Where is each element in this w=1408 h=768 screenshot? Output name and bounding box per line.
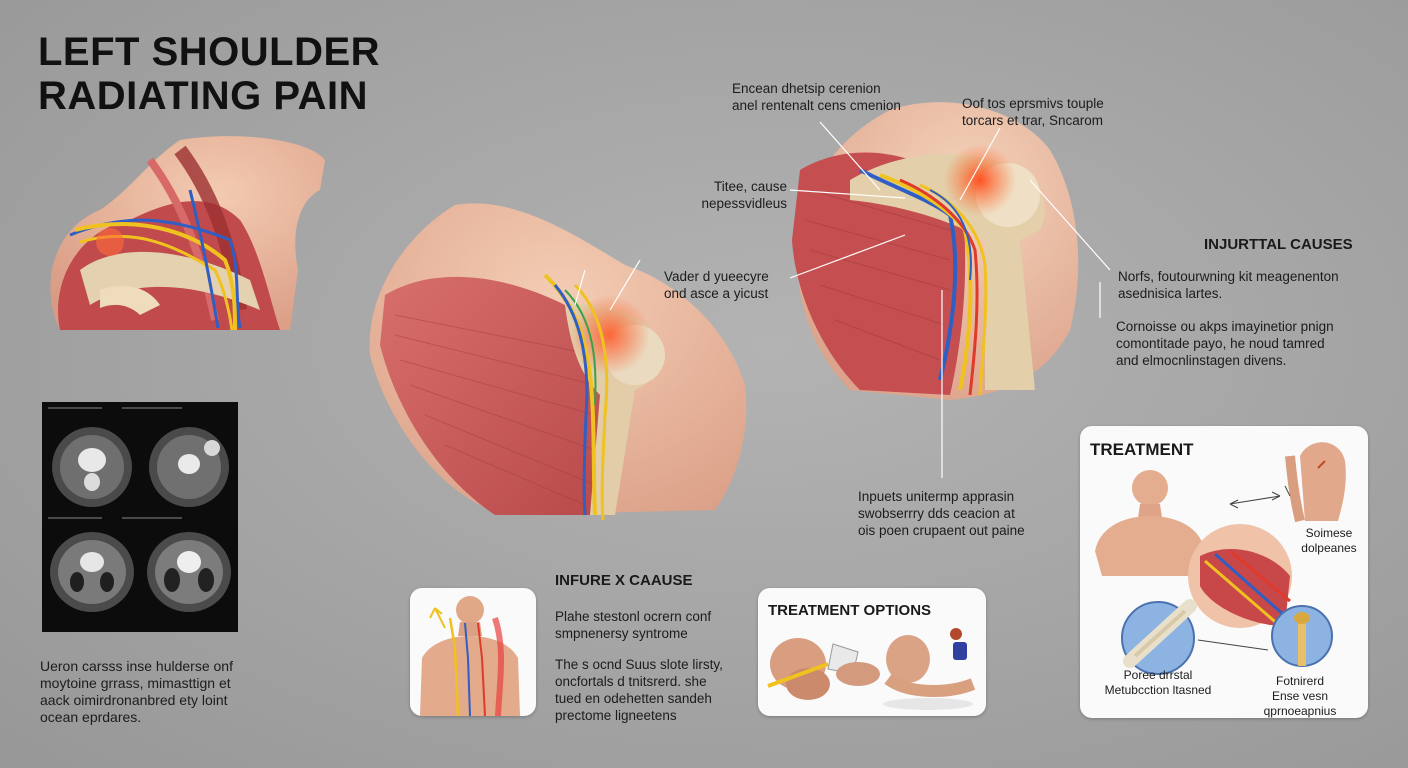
- scan-note: Ueron carsss inse hulderse onf moytoine …: [40, 658, 233, 725]
- injury-cause-text-1: Plahe stestonl ocrern conf smpnenersy sy…: [555, 609, 712, 641]
- treatment-card: TREATMENT Soimese dolpeanes Poree drrsta…: [1080, 426, 1368, 718]
- ct-scan-images: [48, 407, 231, 612]
- treatment-illustration: [1095, 442, 1346, 675]
- injury-cause-figure-card: [410, 588, 536, 716]
- injurtal-causes-text-2: Cornoisse ou akps imayinetior pnign como…: [1116, 319, 1334, 368]
- callout-3: Titee, cause nepessvidleus: [701, 179, 787, 211]
- treatment-options-heading: TREATMENT OPTIONS: [768, 602, 932, 619]
- injurtal-causes-heading: INJURTTAL CAUSES: [1204, 236, 1353, 253]
- ct-scan-panel: [42, 402, 238, 632]
- callout-1: Encean dhetsip cerenion anel rentenalt c…: [732, 81, 901, 113]
- treatment-label-right: Fotnirerd Ense vesn qprnoeapnius: [1263, 674, 1337, 718]
- callout-5: Inpuets unitermp apprasin swobserrry dds…: [858, 489, 1025, 538]
- injurtal-causes-text-1: Norfs, foutourwning kit meagenenton ased…: [1118, 269, 1339, 301]
- treatment-label-left: Poree drrstal Metubcction ltasned: [1104, 668, 1212, 697]
- treatment-heading: TREATMENT: [1090, 440, 1194, 459]
- page-title: LEFT SHOULDER RADIATING PAIN: [38, 30, 381, 118]
- callout-4: Vader d yueecyre ond asce a yicust: [664, 269, 769, 301]
- upper-body-nerve-figure: [420, 596, 520, 716]
- treatment-label-top: Soimese dolpeanes: [1301, 526, 1357, 555]
- treatment-options-illustration: [767, 628, 976, 710]
- neck-anatomy-illustration: [50, 136, 326, 331]
- callout-2: Oof tos eprsmivs touple torcars et trar,…: [962, 96, 1104, 128]
- treatment-options-card: TREATMENT OPTIONS: [758, 588, 986, 716]
- shoulder-anatomy-illustration: [369, 203, 747, 521]
- injury-cause-text-2: The s ocnd Suus slote lirsty, oncfortals…: [555, 657, 723, 723]
- injury-cause-heading: INFURE X CAAUSE: [555, 572, 693, 589]
